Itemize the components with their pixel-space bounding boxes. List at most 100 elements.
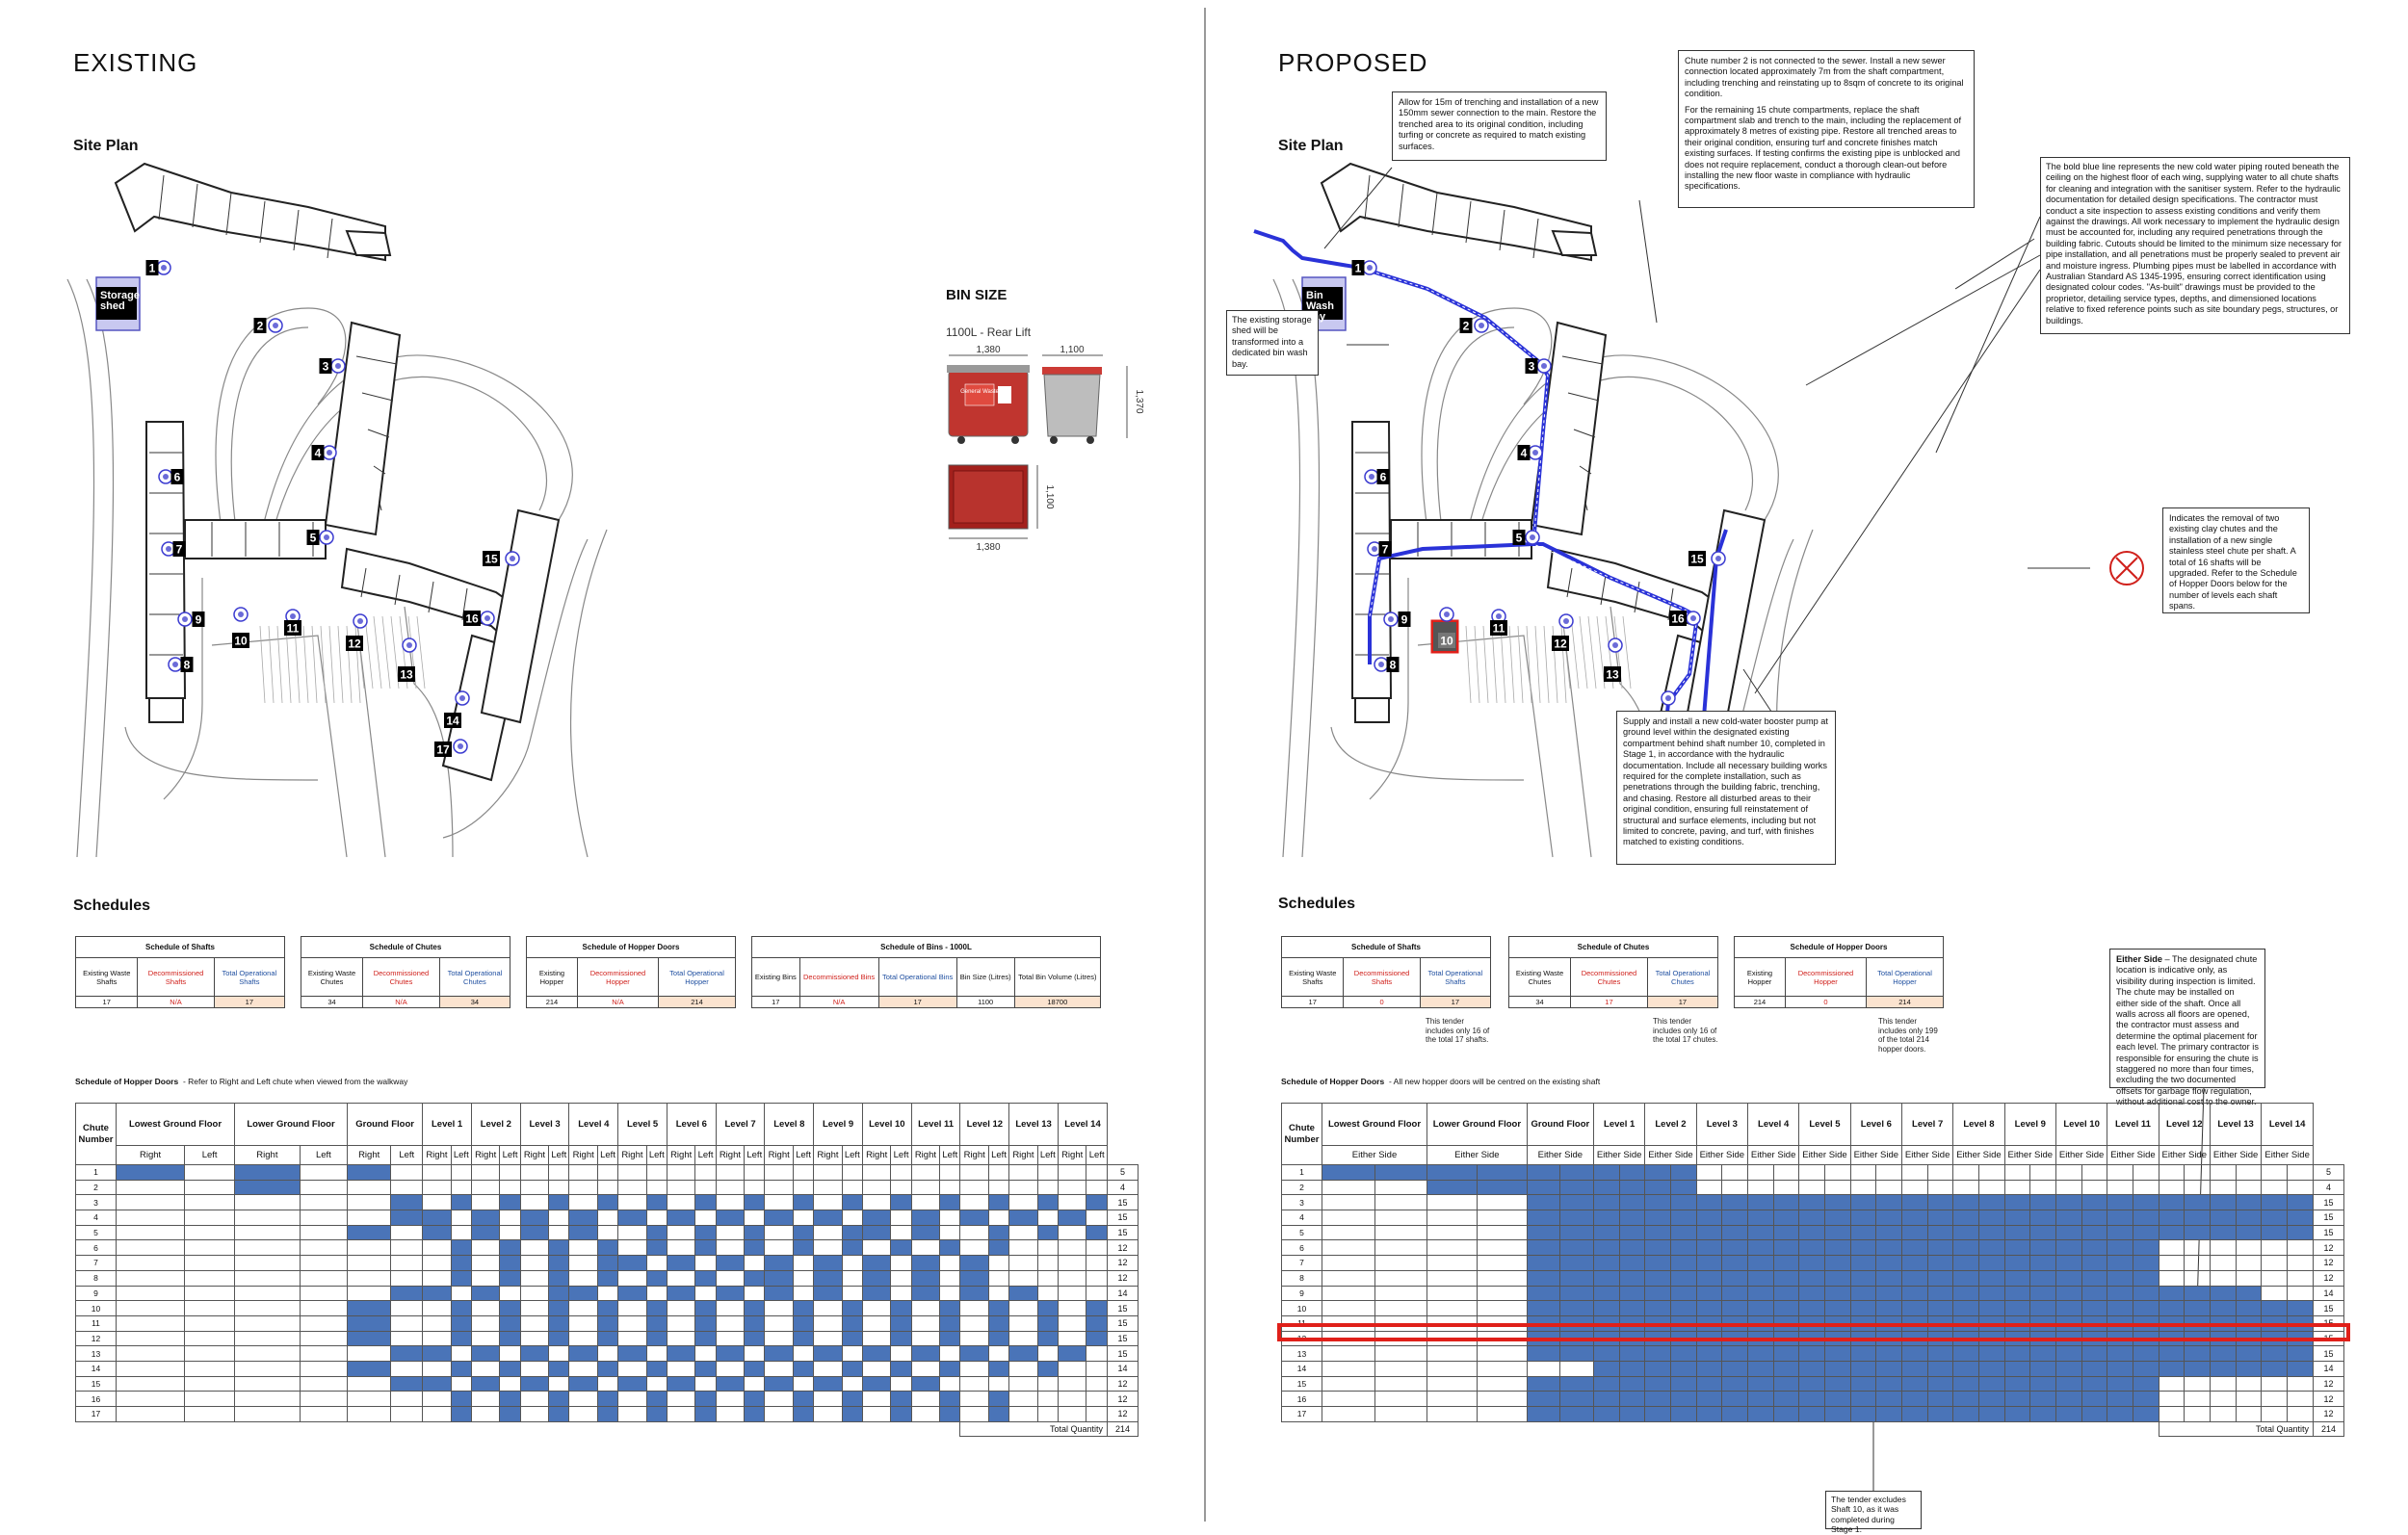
shaft-marker-5 xyxy=(1512,530,1526,545)
either-side-subheader: Either Side xyxy=(1644,1145,1697,1165)
row-count: 15 xyxy=(2313,1194,2344,1211)
shafts-tender-note: This tender includes only 16 of the tota… xyxy=(1426,1017,1490,1044)
chute-number: 3 xyxy=(1281,1194,1322,1211)
either-side-subheader: Either Side xyxy=(1695,1145,1748,1165)
row-count: 15 xyxy=(1107,1330,1139,1347)
row-count: 14 xyxy=(2313,1360,2344,1377)
removal-x-icon xyxy=(2109,551,2144,585)
shaft-number-3: 3 xyxy=(1529,360,1535,374)
row-count: 15 xyxy=(2313,1300,2344,1316)
dim-label-5: 1,380 xyxy=(976,542,1000,553)
row-count: 4 xyxy=(2313,1179,2344,1196)
level-header: Lower Ground Floor xyxy=(234,1103,349,1146)
row-count: 12 xyxy=(2313,1391,2344,1407)
level-header: Level 5 xyxy=(617,1103,667,1146)
shaft-number-5: 5 xyxy=(1516,532,1523,545)
shaft-marker-11 xyxy=(1490,620,1507,636)
shaft-number-8: 8 xyxy=(184,659,191,672)
shaft-number-9: 9 xyxy=(1401,613,1408,627)
left-subheader: Left xyxy=(890,1145,912,1165)
level-header: Level 7 xyxy=(715,1103,766,1146)
svg-text:Bin: Bin xyxy=(1306,290,1323,301)
row-count: 14 xyxy=(2313,1285,2344,1302)
proposed-chutes-table: Schedule of Chutes Existing Waste Chutes… xyxy=(1507,936,1719,1008)
existing-heading: EXISTING xyxy=(73,48,198,77)
shaft-marker-4 xyxy=(311,445,325,460)
shaft-marker-13 xyxy=(1604,666,1621,682)
row-count: 15 xyxy=(1107,1314,1139,1332)
chute-number: 16 xyxy=(75,1391,117,1407)
shaft-marker-3 xyxy=(1525,358,1538,374)
right-subheader: Right xyxy=(764,1145,794,1165)
shaft-number-6: 6 xyxy=(174,471,181,484)
left-subheader: Left xyxy=(596,1145,619,1165)
level-header: Level 10 xyxy=(2055,1103,2108,1146)
row-count: 15 xyxy=(2313,1224,2344,1241)
row-count: 15 xyxy=(1107,1210,1139,1226)
level-header: Lowest Ground Floor xyxy=(1321,1103,1428,1146)
shaft-marker-2 xyxy=(1459,318,1473,333)
left-subheader: Left xyxy=(299,1145,349,1165)
shaft-number-10: 10 xyxy=(1440,635,1453,648)
left-subheader: Left xyxy=(184,1145,236,1165)
shaft-number-15: 15 xyxy=(1690,553,1704,566)
shaft-number-9: 9 xyxy=(196,613,202,627)
chute-number: 16 xyxy=(1281,1391,1322,1407)
row-count: 15 xyxy=(2313,1345,2344,1362)
either-side-subheader: Either Side xyxy=(2055,1145,2108,1165)
level-header: Lowest Ground Floor xyxy=(115,1103,236,1146)
shaft-number-4: 4 xyxy=(315,447,322,460)
shaft-number-12: 12 xyxy=(348,637,361,651)
table-row: 3 15 xyxy=(1281,1194,2344,1211)
shaft-marker-7 xyxy=(172,541,186,557)
shaft-marker-13 xyxy=(398,666,415,682)
row-count: 14 xyxy=(1107,1360,1139,1377)
row-count: 5 xyxy=(1107,1164,1139,1181)
left-subheader: Left xyxy=(645,1145,667,1165)
note-excludes: The tender excludes Shaft 10, as it was … xyxy=(1825,1491,1922,1534)
chute-number: 17 xyxy=(1281,1406,1322,1422)
level-header: Level 9 xyxy=(2003,1103,2056,1146)
level-header: Level 5 xyxy=(1798,1103,1851,1146)
right-subheader: Right xyxy=(861,1145,892,1165)
shaft-marker-9 xyxy=(1398,611,1411,627)
left-subheader: Left xyxy=(939,1145,961,1165)
proposed-hoppers-table: Schedule of Hopper Doors Existing Hopper… xyxy=(1734,936,1944,1008)
level-header: Level 1 xyxy=(422,1103,472,1146)
shaft-number-13: 13 xyxy=(1606,668,1619,682)
dim-label-1: 1,380 xyxy=(976,345,1000,355)
row-count: 12 xyxy=(1107,1255,1139,1271)
shaft-marker-2 xyxy=(253,318,267,333)
chute-number: 4 xyxy=(1281,1210,1322,1226)
right-subheader: Right xyxy=(813,1145,843,1165)
shaft-marker-10 xyxy=(232,633,249,648)
left-subheader: Left xyxy=(744,1145,766,1165)
level-header: Level 13 xyxy=(2209,1103,2263,1146)
right-subheader: Right xyxy=(959,1145,989,1165)
shaft-number-13: 13 xyxy=(400,668,413,682)
row-count: 15 xyxy=(1107,1194,1139,1211)
shaft-marker-15 xyxy=(483,551,500,566)
shaft-marker-16 xyxy=(463,611,481,626)
left-subheader: Left xyxy=(694,1145,717,1165)
row-count: 12 xyxy=(1107,1391,1139,1407)
shaft-marker-3 xyxy=(319,358,332,374)
right-subheader: Right xyxy=(422,1145,452,1165)
row-count: 12 xyxy=(1107,1269,1139,1287)
shaft-number-8: 8 xyxy=(1390,659,1397,672)
either-side-subheader: Either Side xyxy=(1900,1145,1954,1165)
